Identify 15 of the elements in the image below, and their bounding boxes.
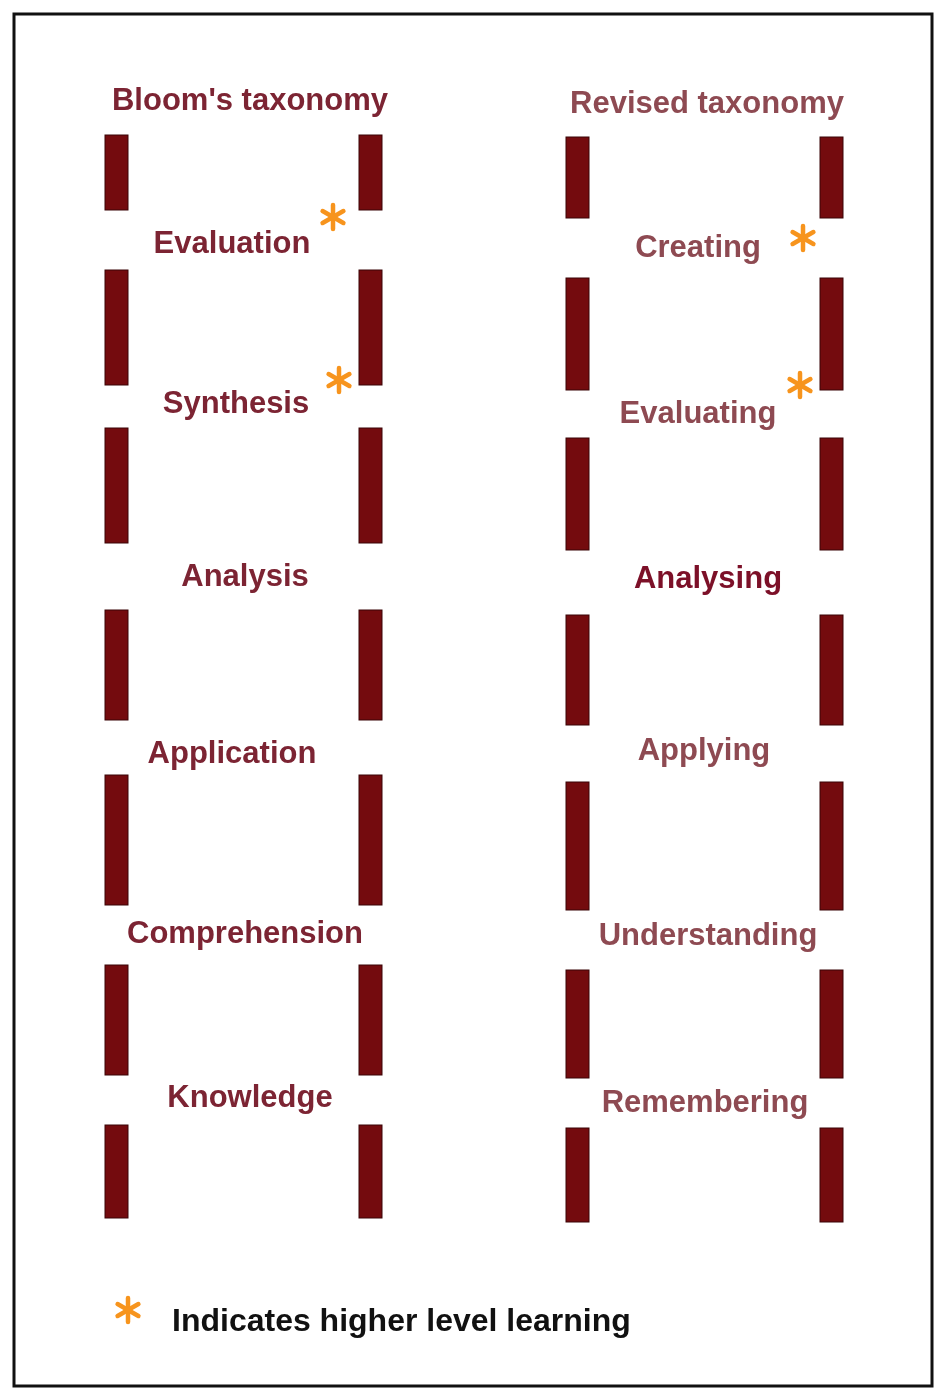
level-label: Analysis [181, 558, 309, 594]
level-label: Applying [637, 732, 771, 768]
level-label: Synthesis [162, 385, 310, 421]
heading: Revised taxonomy [570, 85, 844, 121]
level-label: Knowledge [167, 1079, 333, 1115]
level-label: Comprehension [127, 915, 363, 951]
level-label: Analysing [633, 560, 783, 596]
level-label: Evaluation [153, 225, 311, 261]
level-label: Evaluating [619, 395, 777, 431]
legend-text: Indicates higher level learning [172, 1301, 631, 1339]
level-label: Remembering [601, 1084, 809, 1120]
heading: Bloom's taxonomy [111, 82, 389, 118]
level-label: Creating [635, 229, 761, 265]
level-label: Understanding [598, 917, 818, 953]
level-label: Application [147, 735, 317, 771]
